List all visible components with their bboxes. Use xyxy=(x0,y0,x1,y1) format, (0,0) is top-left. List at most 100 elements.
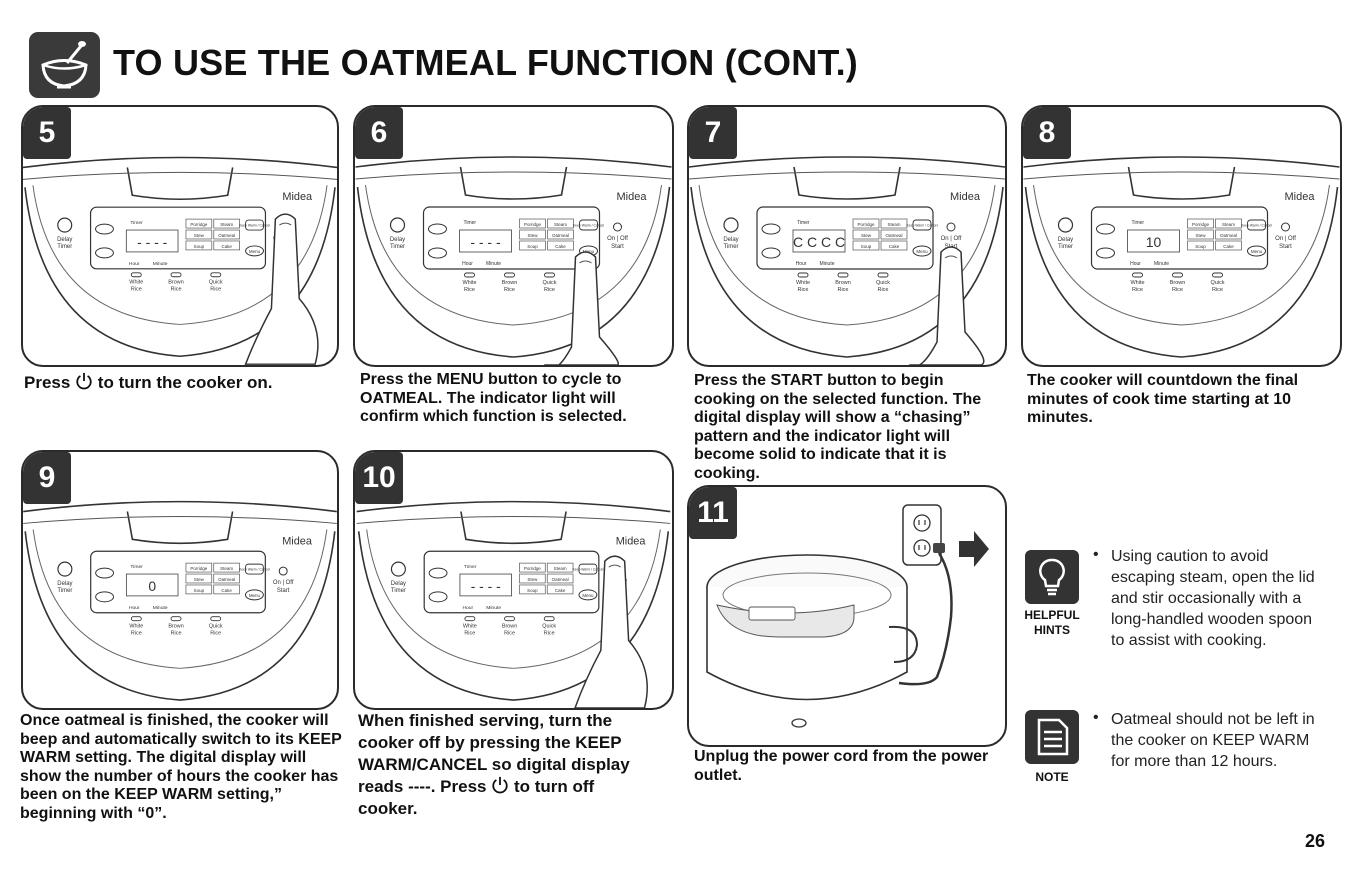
unplugged-cooker-illustration xyxy=(706,504,989,728)
function-indicator xyxy=(852,218,880,229)
minute-label: Minute xyxy=(486,261,501,267)
power-icon xyxy=(278,566,288,576)
minute-button xyxy=(761,247,781,259)
pointing-finger xyxy=(908,246,985,365)
brand-logo: Midea xyxy=(950,191,981,203)
timer-caption: Timer xyxy=(130,564,143,570)
rice-button xyxy=(170,616,182,622)
rice-button-label: White xyxy=(463,624,477,630)
function-label: Steam xyxy=(554,566,567,571)
oatmeal-bowl-icon xyxy=(29,32,100,98)
brand-logo: Midea xyxy=(282,191,313,203)
step-6-caption: Press the MENU button to cycle to OATMEA… xyxy=(360,371,627,425)
step-number: 11 xyxy=(689,487,737,539)
function-indicator xyxy=(880,218,908,229)
function-indicator xyxy=(185,240,213,251)
function-label: Cake xyxy=(555,588,566,593)
rice-button-label: Brown xyxy=(835,280,851,286)
function-indicator xyxy=(852,229,880,240)
brand-logo: Midea xyxy=(1285,191,1316,203)
rice-button xyxy=(130,616,142,622)
step-number: 6 xyxy=(355,107,403,159)
function-indicator xyxy=(519,240,546,251)
power-icon xyxy=(613,222,622,232)
pointing-finger xyxy=(574,555,648,708)
rice-button-label: Rice xyxy=(504,631,515,637)
keep-warm-button xyxy=(578,563,598,575)
rice-button-label: Rice xyxy=(131,287,142,293)
keep-warm-label: Keep Warm / Cancel xyxy=(239,224,270,228)
timer-caption: Timer xyxy=(1132,220,1145,226)
function-indicator xyxy=(547,218,574,229)
menu-button xyxy=(245,245,264,257)
rice-button xyxy=(837,272,849,278)
hour-button xyxy=(95,223,114,235)
function-indicator xyxy=(1215,229,1242,240)
rice-button xyxy=(797,272,809,278)
timer-label: Timer xyxy=(723,244,738,250)
minute-button xyxy=(428,591,448,603)
delay-label: Delay xyxy=(391,581,406,587)
menu-button xyxy=(1247,245,1266,257)
step-8-caption: The cooker will countdown the final minu… xyxy=(1027,372,1299,426)
page-number: 26 xyxy=(1304,831,1325,851)
keep-warm-button xyxy=(579,219,598,231)
alarm-clock-icon xyxy=(723,217,739,233)
function-label: Oatmeal xyxy=(218,577,235,582)
alarm-clock-icon xyxy=(1057,217,1074,233)
function-label: Oatmeal xyxy=(552,233,569,238)
function-indicator xyxy=(546,584,574,595)
function-label: Steam xyxy=(554,222,567,227)
page-title: TO USE THE OATMEAL FUNCTION (CONT.) xyxy=(113,42,858,83)
keep-warm-button xyxy=(245,219,264,231)
lightbulb-icon xyxy=(1025,550,1079,604)
hour-label: Hour xyxy=(129,605,140,611)
function-indicator xyxy=(213,218,240,229)
power-icon xyxy=(492,776,508,794)
function-label: Oatmeal xyxy=(885,233,902,238)
step-11-panel: 11 xyxy=(687,485,1007,747)
timer-label: Timer xyxy=(57,244,72,250)
rice-button-label: Rice xyxy=(504,287,515,293)
hour-button xyxy=(761,223,781,235)
delay-label: Delay xyxy=(57,581,72,587)
function-label: Soup xyxy=(1195,244,1206,249)
function-indicator xyxy=(1187,229,1214,240)
hour-label: Hour xyxy=(462,261,473,267)
step-7-caption: Press the START button to begin cooking … xyxy=(694,372,982,482)
function-label: Cake xyxy=(889,244,900,249)
digital-display xyxy=(459,573,512,597)
minute-label: Minute xyxy=(819,261,834,267)
rice-button-label: Rice xyxy=(210,631,221,637)
digital-display xyxy=(459,229,512,253)
rice-button-label: Rice xyxy=(544,631,555,637)
keep-warm-button xyxy=(1247,219,1266,231)
on-off-label: On | Off xyxy=(607,236,628,242)
function-label: Stew xyxy=(194,577,205,582)
rice-button xyxy=(210,272,222,278)
minute-button xyxy=(95,591,115,603)
rice-button xyxy=(1172,272,1183,278)
hour-button xyxy=(428,223,447,235)
pointing-finger xyxy=(244,213,319,365)
menu-button xyxy=(244,589,264,601)
rice-button xyxy=(464,616,476,622)
function-label: Cake xyxy=(555,244,566,249)
function-label: Cake xyxy=(221,244,232,249)
display-readout: - - - - xyxy=(137,234,167,250)
function-indicator xyxy=(1187,218,1214,229)
rice-button-label: Brown xyxy=(502,280,518,286)
function-indicator xyxy=(519,584,546,595)
rice-button-label: White xyxy=(796,280,810,286)
step-5-caption: Press to turn the cooker on. xyxy=(24,372,273,392)
rice-button xyxy=(543,616,555,622)
rice-button xyxy=(130,272,142,278)
function-label: Cake xyxy=(221,588,232,593)
bullet: • xyxy=(1093,709,1099,726)
pointing-finger xyxy=(543,251,619,365)
delay-label: Delay xyxy=(723,237,738,243)
function-label: Steam xyxy=(887,222,900,227)
